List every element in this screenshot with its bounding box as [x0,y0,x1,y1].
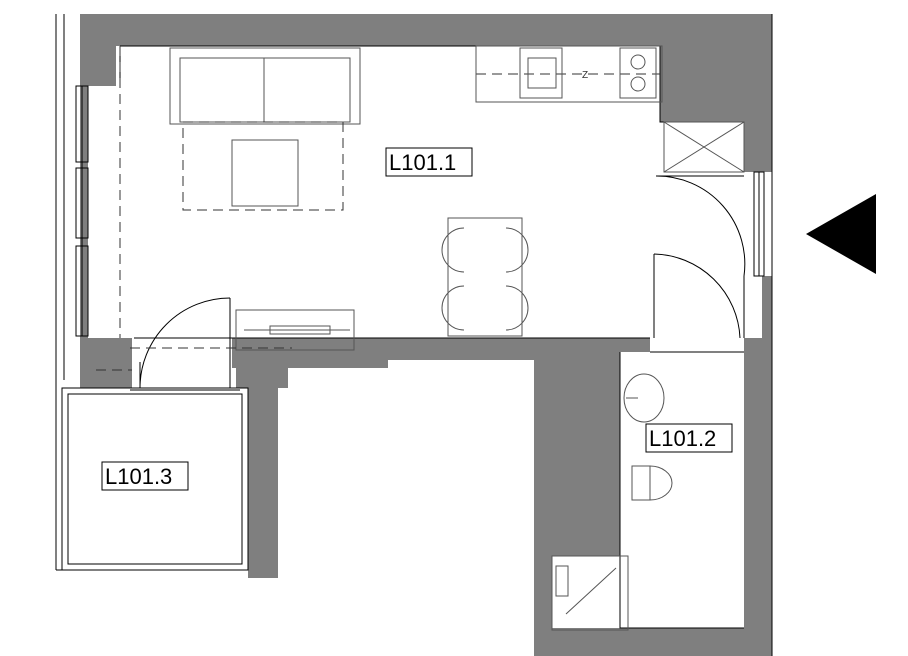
windows [75,85,765,337]
walls [80,14,772,656]
furniture: Z [96,45,745,631]
doors [130,175,746,391]
black-triangle-icon [806,194,876,274]
room-label-bathroom-text: L101.2 [649,426,716,451]
room-label-living-text: L101.1 [389,150,456,175]
svg-text:Z: Z [582,70,588,81]
room-label-living: L101.1 [385,147,473,177]
room-label-bathroom: L101.2 [645,423,733,453]
room-label-balcony: L101.3 [101,461,189,491]
room-label-balcony-text: L101.3 [105,464,172,489]
